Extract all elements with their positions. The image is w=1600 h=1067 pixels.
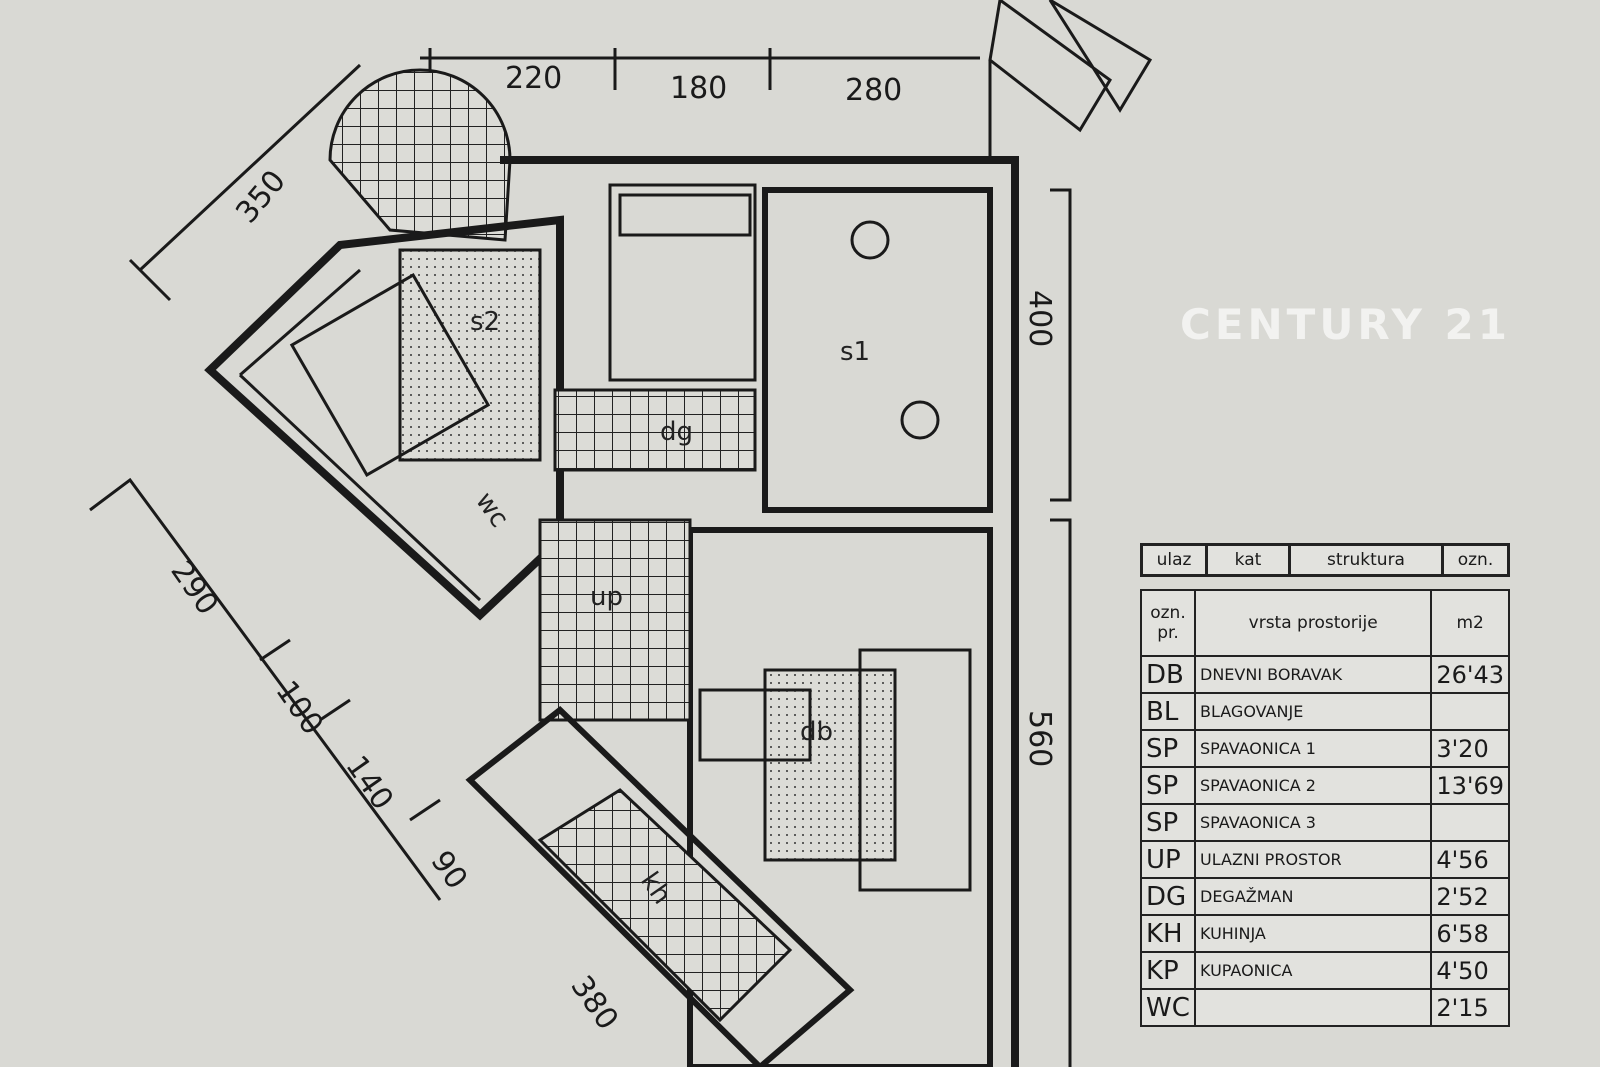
- room-code: WC: [1140, 988, 1196, 1027]
- room-area: 4'50: [1430, 951, 1510, 990]
- room-code: SP: [1140, 766, 1196, 805]
- dim-top-2: 180: [670, 71, 727, 106]
- table-row: SPSpavaonica 13'20: [1140, 729, 1510, 768]
- room-area: [1430, 692, 1510, 731]
- room-s2: s2: [470, 307, 500, 337]
- room-up: up: [590, 582, 623, 612]
- table-row: SPSpavaonica 213'69: [1140, 766, 1510, 805]
- room-area: 4'56: [1430, 840, 1510, 879]
- room-name: Spavaonica 2: [1193, 766, 1433, 805]
- room-code: KP: [1140, 951, 1196, 990]
- dim-right-2: 560: [1022, 710, 1057, 767]
- room-table: ozn. pr. vrsta prostorije m2 DBDnevni bo…: [1140, 589, 1510, 1027]
- header-ulaz: ulaz: [1143, 546, 1208, 574]
- header-ozn: ozn.: [1457, 550, 1494, 570]
- room-area: 13'69: [1430, 766, 1510, 805]
- dim-left-1: 290: [163, 555, 225, 622]
- legend-header: ulaz kat struktura ozn.: [1140, 543, 1510, 577]
- room-s1: s1: [840, 337, 870, 367]
- table-row: UPUlazni prostor4'56: [1140, 840, 1510, 879]
- room-name: Degažman: [1193, 877, 1433, 916]
- dim-right-1: 400: [1022, 290, 1057, 347]
- dim-balcony: 350: [229, 164, 293, 230]
- table-row: BLBlagovanje: [1140, 692, 1510, 731]
- room-area: 2'52: [1430, 877, 1510, 916]
- table-row: DGDegažman2'52: [1140, 877, 1510, 916]
- table-row: WC 2'15: [1140, 988, 1510, 1027]
- room-area: 3'20: [1430, 729, 1510, 768]
- room-wc: wc: [469, 487, 514, 533]
- dim-top-1: 220: [505, 61, 562, 96]
- col-code: ozn. pr.: [1140, 589, 1196, 657]
- table-row: KHKuhinja6'58: [1140, 914, 1510, 953]
- header-struktura: struktura: [1291, 546, 1444, 574]
- room-name: [1193, 988, 1433, 1027]
- room-name: Blagovanje: [1193, 692, 1433, 731]
- room-name: Dnevni boravak: [1193, 655, 1433, 694]
- room-name: Kupaonica: [1193, 951, 1433, 990]
- table-row: DBDnevni boravak26'43: [1140, 655, 1510, 694]
- room-area: 26'43: [1430, 655, 1510, 694]
- room-name: Spavaonica 1: [1193, 729, 1433, 768]
- dim-top-3: 280: [845, 73, 902, 108]
- room-area: 2'15: [1430, 988, 1510, 1027]
- room-area: 6'58: [1430, 914, 1510, 953]
- room-name: Spavaonica 3: [1193, 803, 1433, 842]
- room-code: SP: [1140, 729, 1196, 768]
- dim-left-2: 100: [268, 675, 330, 742]
- room-code: DG: [1140, 877, 1196, 916]
- room-code: SP: [1140, 803, 1196, 842]
- table-row: KPKupaonica4'50: [1140, 951, 1510, 990]
- col-name: vrsta prostorije: [1193, 589, 1433, 657]
- room-code: UP: [1140, 840, 1196, 879]
- dim-left-5: 380: [563, 970, 625, 1037]
- dim-left-3: 140: [338, 750, 400, 817]
- col-area: m2: [1430, 589, 1510, 657]
- room-code: KH: [1140, 914, 1196, 953]
- room-legend-table: ulaz kat struktura ozn. ozn. pr. vrsta p…: [1140, 543, 1510, 1027]
- table-row: SPSpavaonica 3: [1140, 803, 1510, 842]
- watermark: CENTURY 21: [1180, 300, 1511, 349]
- room-area: [1430, 803, 1510, 842]
- room-code: DB: [1140, 655, 1196, 694]
- room-name: Kuhinja: [1193, 914, 1433, 953]
- room-db: db: [800, 717, 833, 747]
- room-name: Ulazni prostor: [1193, 840, 1433, 879]
- header-kat: kat: [1208, 546, 1291, 574]
- room-code: BL: [1140, 692, 1196, 731]
- room-dg: dg: [660, 417, 693, 447]
